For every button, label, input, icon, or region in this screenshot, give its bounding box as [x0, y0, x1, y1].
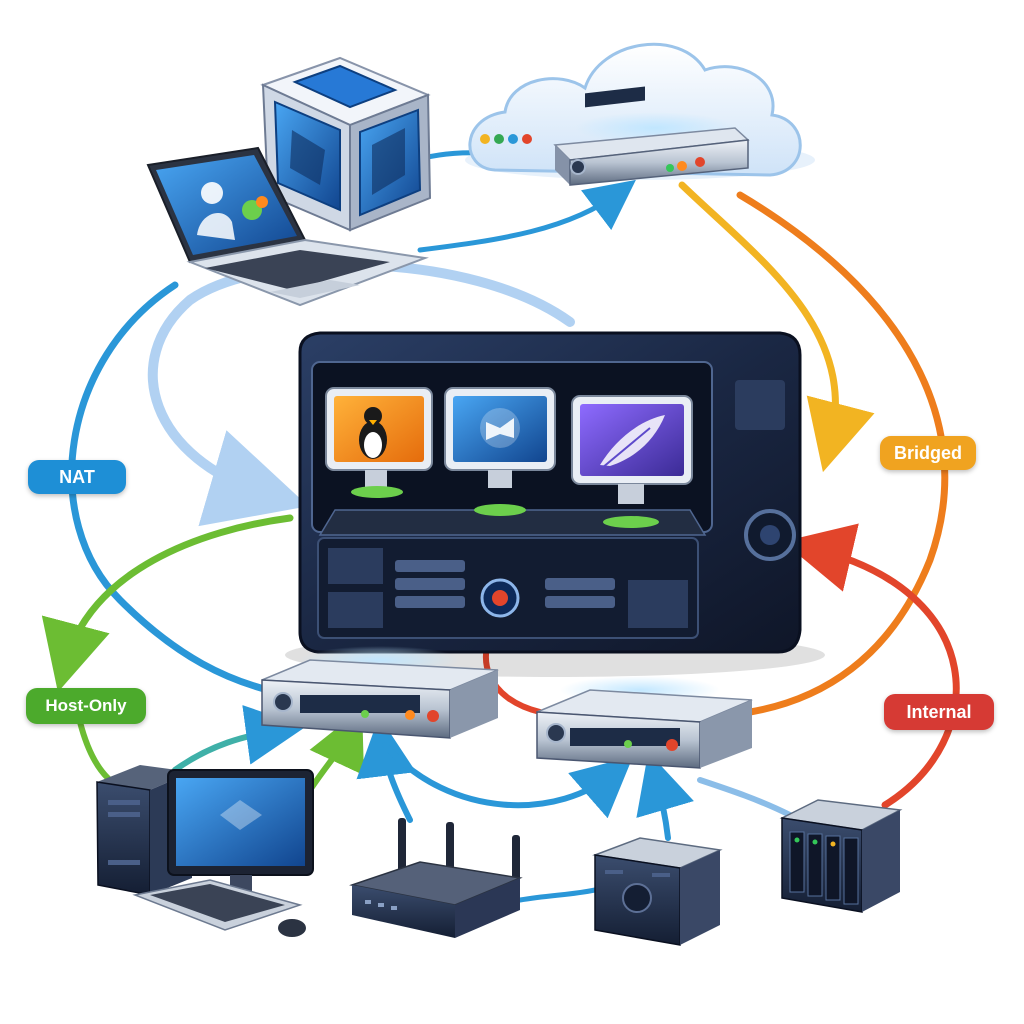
router-to-server-line: [517, 887, 598, 903]
internal-label: Internal: [884, 694, 994, 730]
network-switch-left: [261, 646, 499, 739]
host-only-label: Host-Only: [26, 688, 146, 724]
bridged-yellow-line: [678, 181, 875, 473]
laptop-to-cloud-line: [417, 179, 636, 253]
switch-to-switch-line: [382, 742, 634, 819]
windows-logo-icon: [480, 408, 520, 448]
bridged-label: Bridged: [880, 436, 976, 470]
nas-to-switch-line: [697, 777, 793, 818]
bridged-orange-line: [736, 191, 949, 716]
server-box-icon: [592, 837, 723, 946]
internal-red-line: [782, 523, 960, 809]
hypervisor-host-icon: [285, 331, 825, 677]
virtual-machine-cube-icon: [260, 56, 432, 232]
desktop-to-switch-green: [307, 708, 364, 793]
connection-lines: [41, 150, 960, 903]
nas-storage-icon: [779, 799, 903, 913]
feather-logo-icon: [600, 415, 665, 469]
laptop-icon: [146, 146, 429, 307]
host-only-green-line: [41, 514, 294, 693]
cloud-modem-icon: [553, 86, 750, 186]
router-to-switch-line: [356, 716, 417, 823]
network-switch-right: [536, 676, 753, 769]
vm-monitor-linux: [325, 387, 433, 498]
nat-label: NAT: [28, 460, 126, 494]
desktop-computer-icon: [96, 765, 314, 937]
server-to-switch-line: [636, 751, 694, 841]
laptop-to-host-line: [147, 259, 575, 527]
vm-monitor-third: [571, 395, 693, 528]
desktop-to-switch-teal: [172, 705, 306, 773]
vm-monitor-windows: [444, 387, 556, 516]
nat-loop-line: [68, 281, 272, 694]
linux-penguin-icon: [359, 407, 387, 459]
wifi-router-icon: [349, 818, 523, 938]
